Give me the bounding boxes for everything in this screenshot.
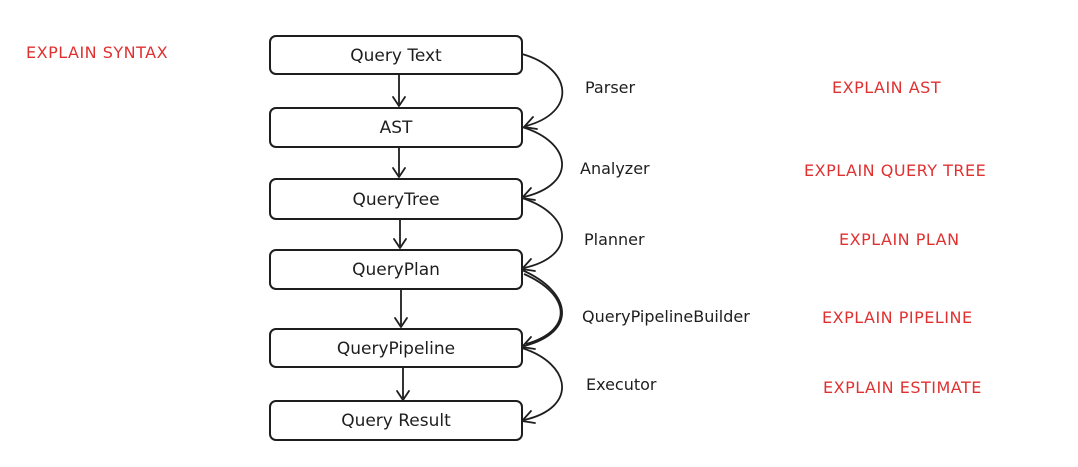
down-arrow-1 xyxy=(392,74,406,107)
stage-label-query-plan: QueryPlan xyxy=(352,260,440,280)
vertical-connectors xyxy=(392,74,410,401)
down-arrow-5 xyxy=(396,367,410,401)
explain-estimate-label: EXPLAIN ESTIMATE xyxy=(823,378,982,397)
stage-box-ast: AST xyxy=(269,107,523,148)
stage-label-query-result: Query Result xyxy=(341,411,451,431)
stage-box-query-tree: QueryTree xyxy=(269,178,523,220)
curve-arrow-pipeline-builder xyxy=(521,269,563,350)
explain-syntax-label: EXPLAIN SYNTAX xyxy=(26,43,168,62)
stage-box-query-plan: QueryPlan xyxy=(269,249,523,290)
stage-label-query-pipeline: QueryPipeline xyxy=(337,339,455,359)
explain-pipeline-label: EXPLAIN PIPELINE xyxy=(822,308,973,327)
curve-arrow-planner xyxy=(521,197,563,272)
explain-ast-label: EXPLAIN AST xyxy=(832,78,941,97)
down-arrow-4 xyxy=(394,289,408,328)
transition-label-analyzer: Analyzer xyxy=(580,159,650,178)
transition-label-parser: Parser xyxy=(585,78,635,97)
transition-label-executor: Executor xyxy=(586,375,657,394)
curve-arrow-parser xyxy=(521,53,564,130)
stage-label-query-tree: QueryTree xyxy=(352,190,439,210)
stage-label-query-text: Query Text xyxy=(350,46,442,66)
stage-box-query-result: Query Result xyxy=(269,400,523,441)
transition-label-planner: Planner xyxy=(584,230,645,249)
curve-arrow-analyzer xyxy=(521,126,563,201)
transition-label-pipeline-builder: QueryPipelineBuilder xyxy=(582,307,750,326)
explain-query-tree-label: EXPLAIN QUERY TREE xyxy=(804,161,986,180)
stage-box-query-pipeline: QueryPipeline xyxy=(269,328,523,368)
down-arrow-3 xyxy=(393,219,407,249)
curved-connectors xyxy=(521,53,564,424)
stage-label-ast: AST xyxy=(380,118,413,138)
explain-plan-label: EXPLAIN PLAN xyxy=(839,230,960,249)
stage-box-query-text: Query Text xyxy=(269,35,523,75)
curve-arrow-executor xyxy=(521,347,563,424)
down-arrow-2 xyxy=(392,147,406,178)
